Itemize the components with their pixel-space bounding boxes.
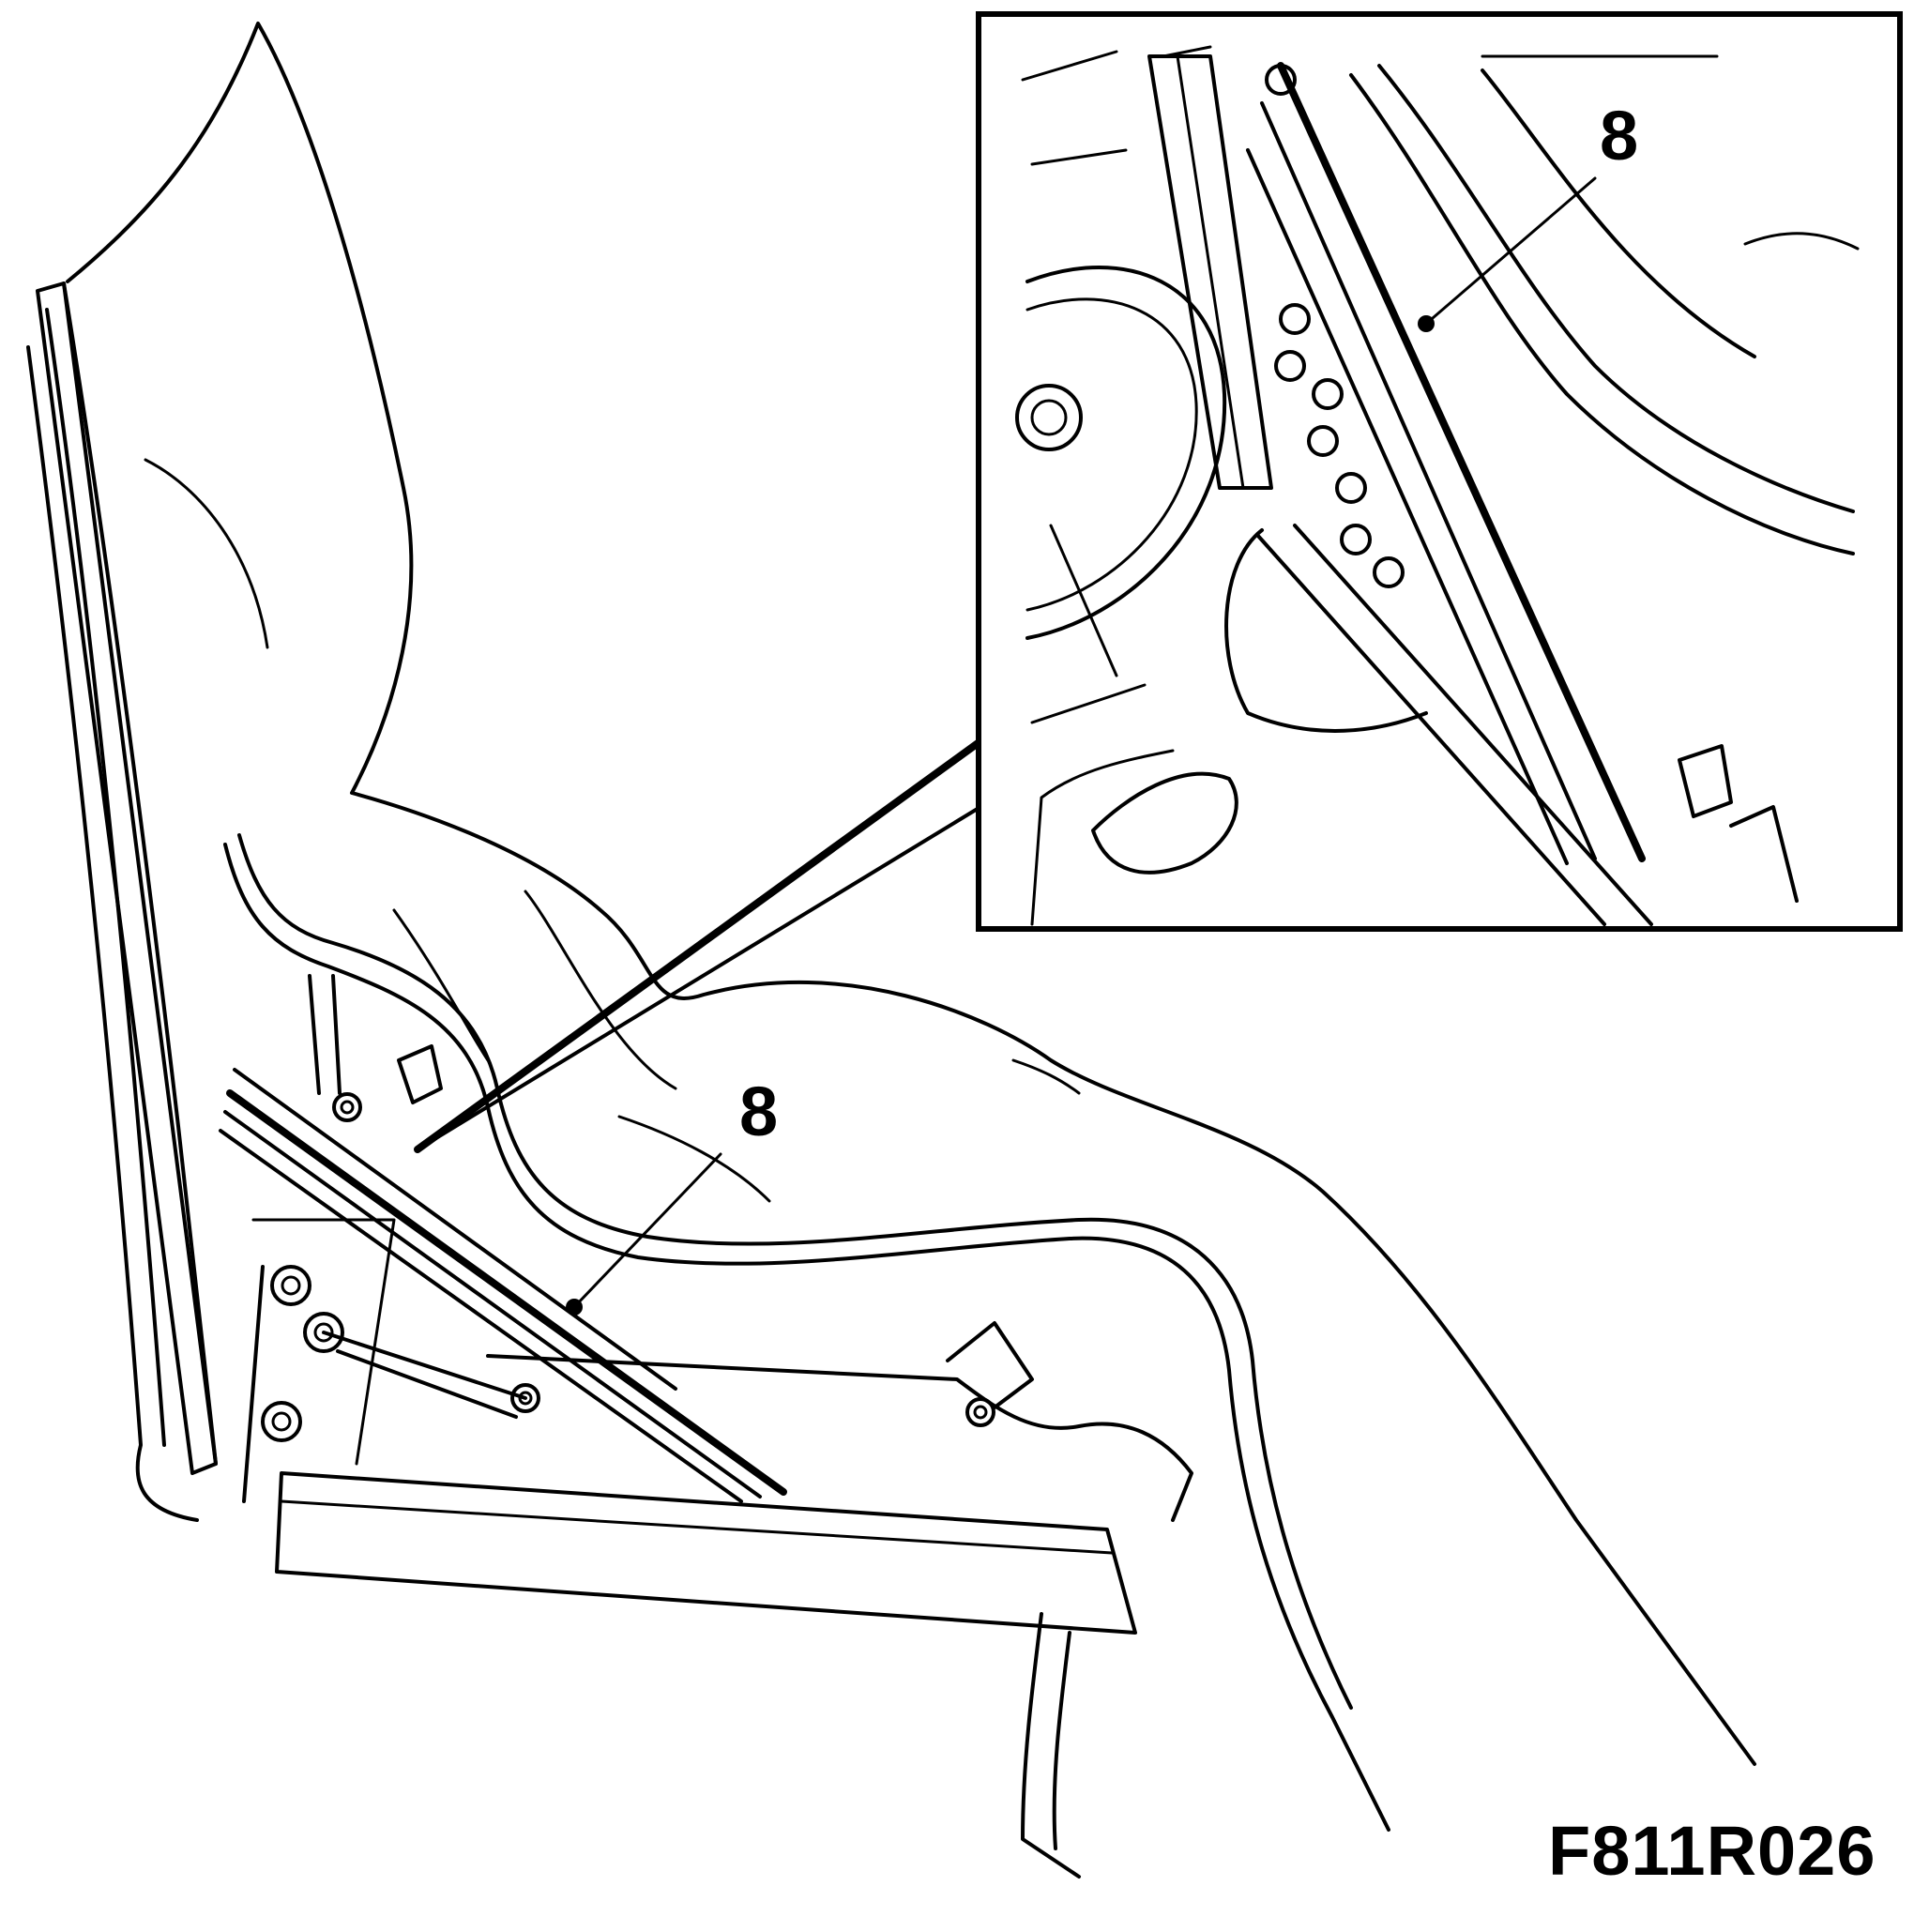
cushion-fold-2 [524,890,677,1090]
inset-cushion [1224,528,1428,733]
recliner-linkage [242,1092,995,1503]
inset-steering-wheel [1025,266,1227,640]
detail-inset: 8 [976,11,1903,932]
inset-seat-back [1377,64,1855,513]
backrest-outline [66,22,1756,1766]
seat-side-post [308,974,342,1095]
backrest-frame-tube-inner [45,308,166,1447]
inset-steering-hub [1015,384,1083,451]
callout-8-inset-label: 8 [1600,97,1638,175]
inset-leader-line-2 [416,805,982,1151]
seat-adjuster-bracket [946,1321,1034,1409]
callout-8-main-label: 8 [739,1072,778,1150]
backrest-frame-tube [26,345,199,1522]
backrest-crease [144,458,269,649]
callout-8-inset: 8 [1418,97,1638,332]
seat-front-bar [275,1471,1137,1635]
backrest-side-rail-inner [62,281,218,1466]
gas-strut [219,1068,787,1503]
inset-leader-line [414,738,984,1153]
inset-pillar [1147,54,1273,490]
figure-id-label: F811R026 [1548,1812,1876,1890]
seat-base-leg-2 [1052,1631,1071,1850]
cushion-fold-4 [1011,1058,1081,1095]
cushion-fold-1 [392,908,490,1062]
seat-frame-contour [223,843,1390,1832]
callout-8-main: 8 [566,1072,778,1316]
inset-lever [1091,771,1238,875]
inset-gas-strut [1246,62,1646,865]
seat-base-leg [1021,1612,1081,1879]
inset-mount-bracket [1678,744,1733,818]
seat-frame-contour-inner [237,833,1353,1710]
backrest-side-rail [36,281,218,1475]
seat-front-bar-edge [280,1499,1114,1555]
strut-top-bracket [397,1044,443,1104]
inset-bolts [1265,64,1405,588]
main-seat-illustration: 8 [26,22,1756,1879]
cushion-fold-3 [617,1115,771,1203]
